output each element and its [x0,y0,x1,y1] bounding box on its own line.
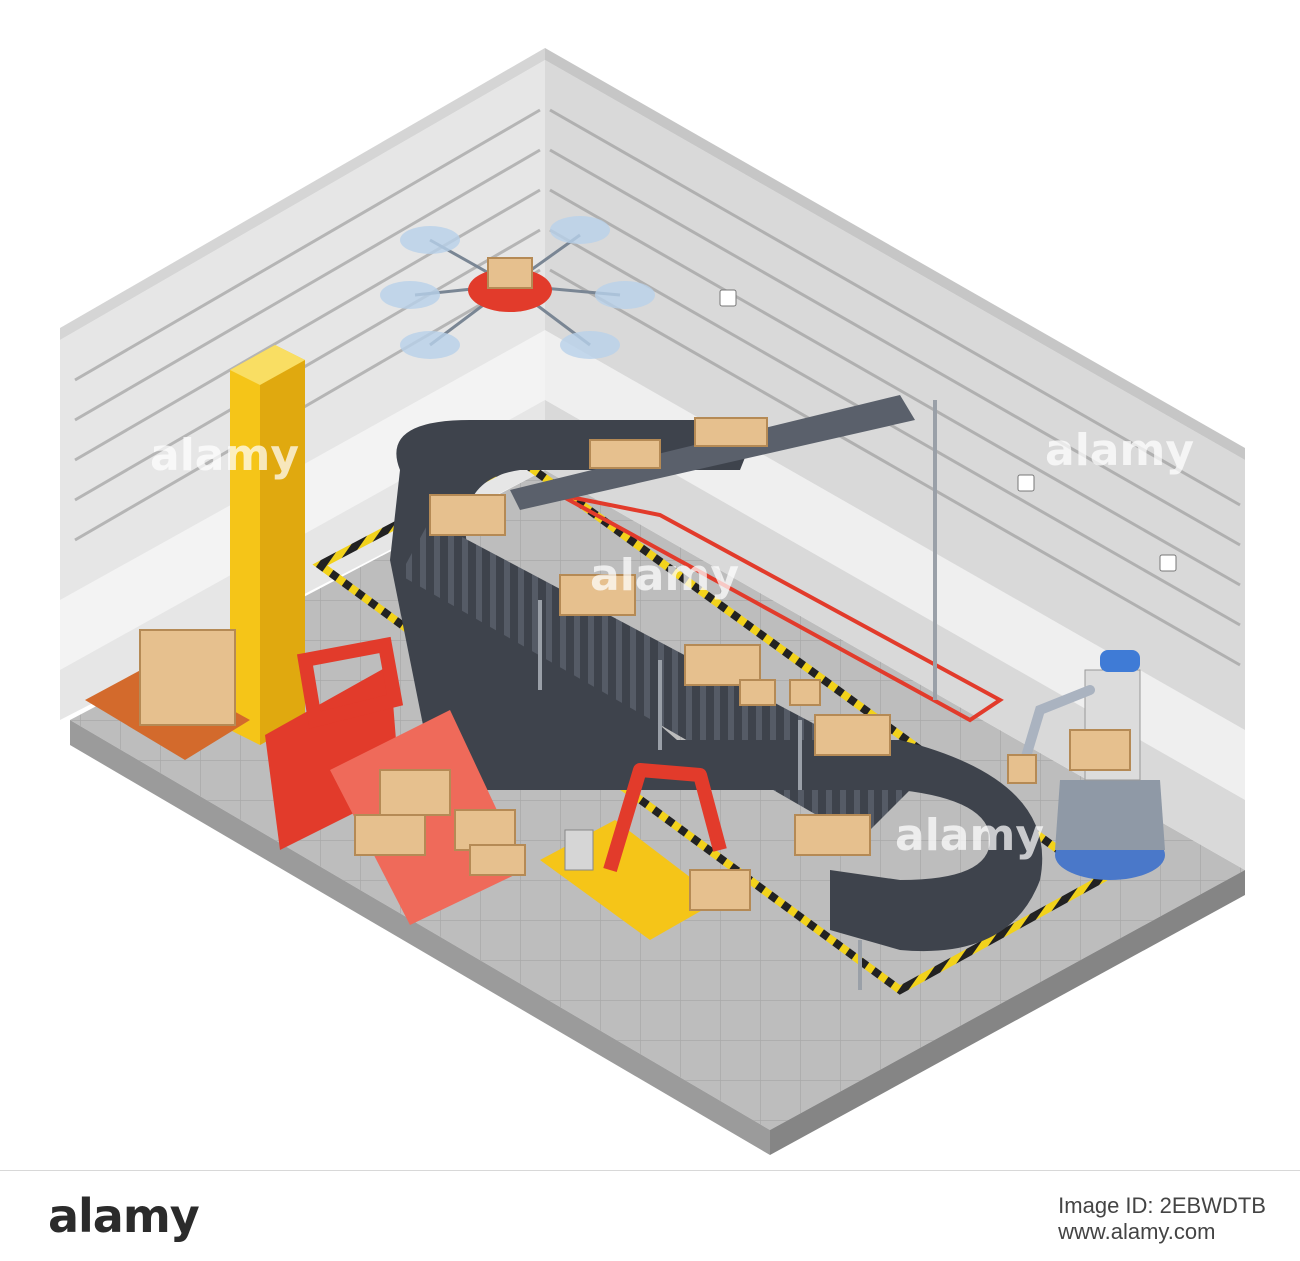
watermark-text: alamy [150,430,299,481]
cardboard-box-icon [1007,754,1037,784]
image-meta: Image ID: 2EBWDTB www.alamy.com [1058,1193,1266,1245]
cardboard-box-icon [689,869,751,911]
cardboard-box-icon [589,439,661,469]
cardboard-box-icon [469,844,526,876]
wall-socket-icon [1017,474,1035,492]
right-wall [234,48,1245,870]
image-id-label: Image ID: 2EBWDTB [1058,1193,1266,1218]
wall-socket-icon [1159,554,1177,572]
cardboard-box-icon [139,629,236,726]
cardboard-box-icon [379,769,451,816]
cardboard-box-icon [559,574,636,616]
wall-socket-icon [719,289,737,307]
pallet-icon [85,629,250,760]
cardboard-box-icon [684,644,761,686]
conveyor-icon [390,395,1043,990]
robot-arm-icon [540,763,751,940]
cardboard-box-icon [814,714,891,756]
cardboard-box-icon [694,417,768,447]
crane-pillar [230,345,305,745]
watermark-text: alamy [1045,425,1194,476]
brand-logo: alamy [48,1189,200,1243]
cardboard-box-icon [794,814,871,856]
conveyor-boxes [429,417,891,856]
automated-warehouse-illustration: alamy alamy alamy alamy [60,48,1245,1155]
drone-icon [380,216,655,359]
cardboard-box-icon [354,814,426,856]
forklift-robot-icon [265,636,526,925]
cardboard-box-icon [1069,729,1131,771]
stock-photo-footer: alamy Image ID: 2EBWDTB www.alamy.com [0,1170,1300,1261]
service-robot-icon [1007,650,1165,880]
cardboard-box-icon [429,494,506,536]
watermark-text: alamy [590,550,739,601]
site-url: www.alamy.com [1058,1219,1216,1244]
watermark-text: alamy [895,810,1044,861]
cardboard-box-icon [789,679,821,706]
cardboard-box-icon [487,257,533,289]
cardboard-box-icon [739,679,776,706]
watermark-overlay: alamy alamy alamy alamy [150,425,1194,861]
